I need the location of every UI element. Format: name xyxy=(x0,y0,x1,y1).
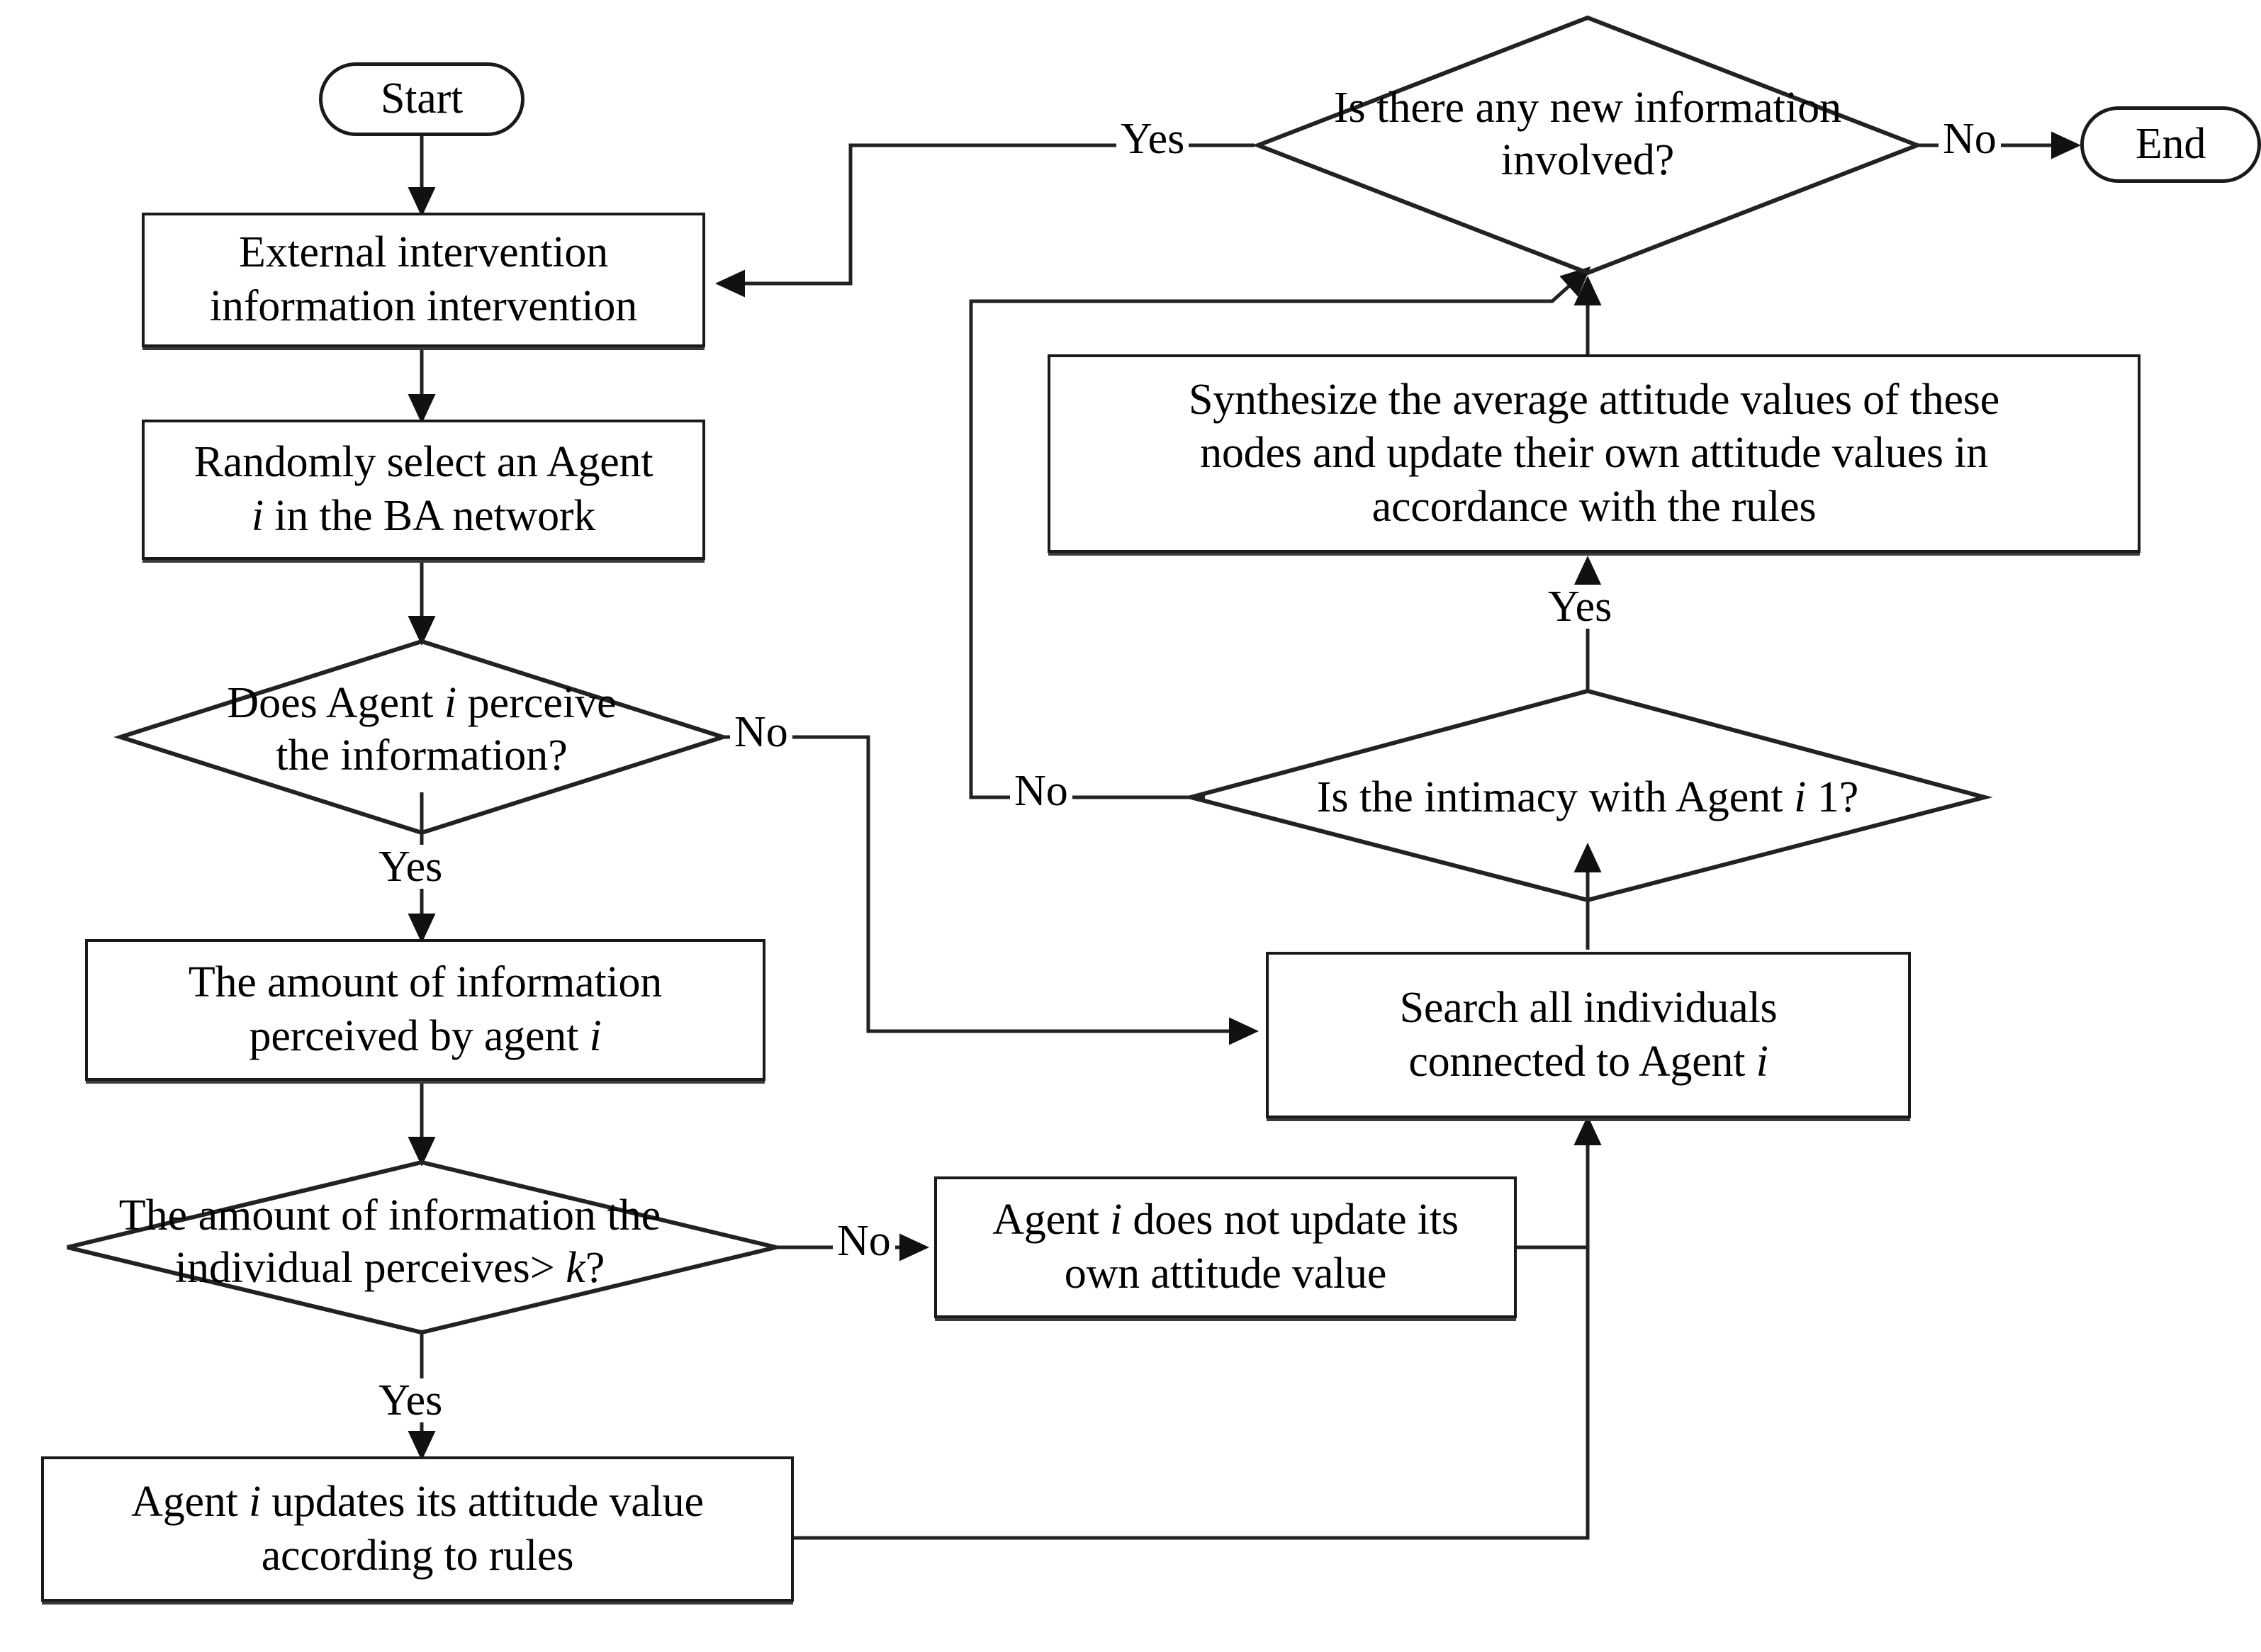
node-random-select-line1: Randomly select an Agent xyxy=(193,438,653,487)
node-perceive-decision-line2: the information? xyxy=(276,731,568,780)
node-amount-perceived-line2: perceived by agent i xyxy=(249,1012,602,1060)
node-new-information-decision-line1: Is there any new information xyxy=(1333,84,1842,132)
diamond-newinfo xyxy=(1252,15,1924,276)
node-external-intervention-line2: information intervention xyxy=(210,282,637,330)
node-intimacy-decision[interactable]: Is the intimacy with Agent i 1? xyxy=(1198,771,1977,824)
diamond-perceive xyxy=(113,639,730,836)
node-updates-attitude[interactable]: Agent i updates its attitude value accor… xyxy=(41,1456,794,1602)
edge-label-threshold-yes: Yes xyxy=(374,1378,447,1422)
node-threshold-decision-line2: individual perceives> k? xyxy=(174,1244,605,1293)
node-updates-attitude-line2: according to rules xyxy=(261,1531,574,1580)
node-intimacy-decision-line1: Is the intimacy with Agent i 1? xyxy=(1316,773,1859,821)
node-external-intervention[interactable]: External intervention information interv… xyxy=(142,213,705,347)
node-not-update-attitude-line2: own attitude value xyxy=(1064,1249,1387,1298)
node-synthesize-line3: accordance with the rules xyxy=(1371,482,1817,531)
edge-label-perceive-yes: Yes xyxy=(374,845,447,889)
edge-label-newinfo-yes: Yes xyxy=(1116,117,1189,161)
node-search-individuals-line1: Search all individuals xyxy=(1399,983,1778,1032)
edge-perceive-no xyxy=(723,735,1259,1045)
node-synthesize-line1: Synthesize the average attitude values o… xyxy=(1188,375,2000,424)
node-search-individuals[interactable]: Search all individuals connected to Agen… xyxy=(1266,952,1911,1118)
node-start[interactable]: Start xyxy=(319,62,524,136)
edge-label-perceive-no: No xyxy=(730,710,792,754)
node-perceive-decision[interactable]: Does Agent i perceive the information? xyxy=(142,677,702,782)
edge-label-intimacy-yes: Yes xyxy=(1544,585,1617,629)
node-synthesize-line2: nodes and update their own attitude valu… xyxy=(1200,429,1988,478)
edge-label-intimacy-no: No xyxy=(1010,769,1072,813)
node-end[interactable]: End xyxy=(2080,106,2261,183)
diamond-threshold xyxy=(67,1159,777,1335)
edge-label-threshold-no: No xyxy=(833,1219,895,1263)
edge-label-newinfo-no: No xyxy=(1939,117,2001,161)
node-not-update-attitude-line1: Agent i does not update its xyxy=(992,1196,1459,1244)
node-end-label: End xyxy=(2135,120,2206,169)
node-new-information-decision-line2: involved? xyxy=(1500,136,1675,185)
node-amount-perceived-line1: The amount of information xyxy=(188,958,663,1007)
diamond-intimacy xyxy=(1182,688,1993,903)
node-not-update-attitude[interactable]: Agent i does not update its own attitude… xyxy=(934,1176,1517,1318)
node-perceive-decision-line1: Does Agent i perceive xyxy=(227,679,617,727)
node-external-intervention-line1: External intervention xyxy=(239,228,608,277)
node-threshold-decision[interactable]: The amount of information the individual… xyxy=(21,1189,758,1295)
node-search-individuals-line2: connected to Agent i xyxy=(1408,1037,1768,1086)
node-amount-perceived[interactable]: The amount of information perceived by a… xyxy=(85,939,765,1081)
node-random-select-line2: i in the BA network xyxy=(251,492,596,540)
node-new-information-decision[interactable]: Is there any new information involved? xyxy=(1258,82,1917,187)
node-random-select[interactable]: Randomly select an Agent i in the BA net… xyxy=(142,420,705,560)
node-start-label: Start xyxy=(380,74,464,123)
edge-newinfo-yes xyxy=(714,143,1255,298)
edge-notupdate-to-search xyxy=(1517,1115,1602,1249)
node-threshold-decision-line1: The amount of information the xyxy=(118,1191,661,1240)
node-updates-attitude-line1: Agent i updates its attitude value xyxy=(131,1477,704,1526)
node-synthesize[interactable]: Synthesize the average attitude values o… xyxy=(1048,354,2141,553)
